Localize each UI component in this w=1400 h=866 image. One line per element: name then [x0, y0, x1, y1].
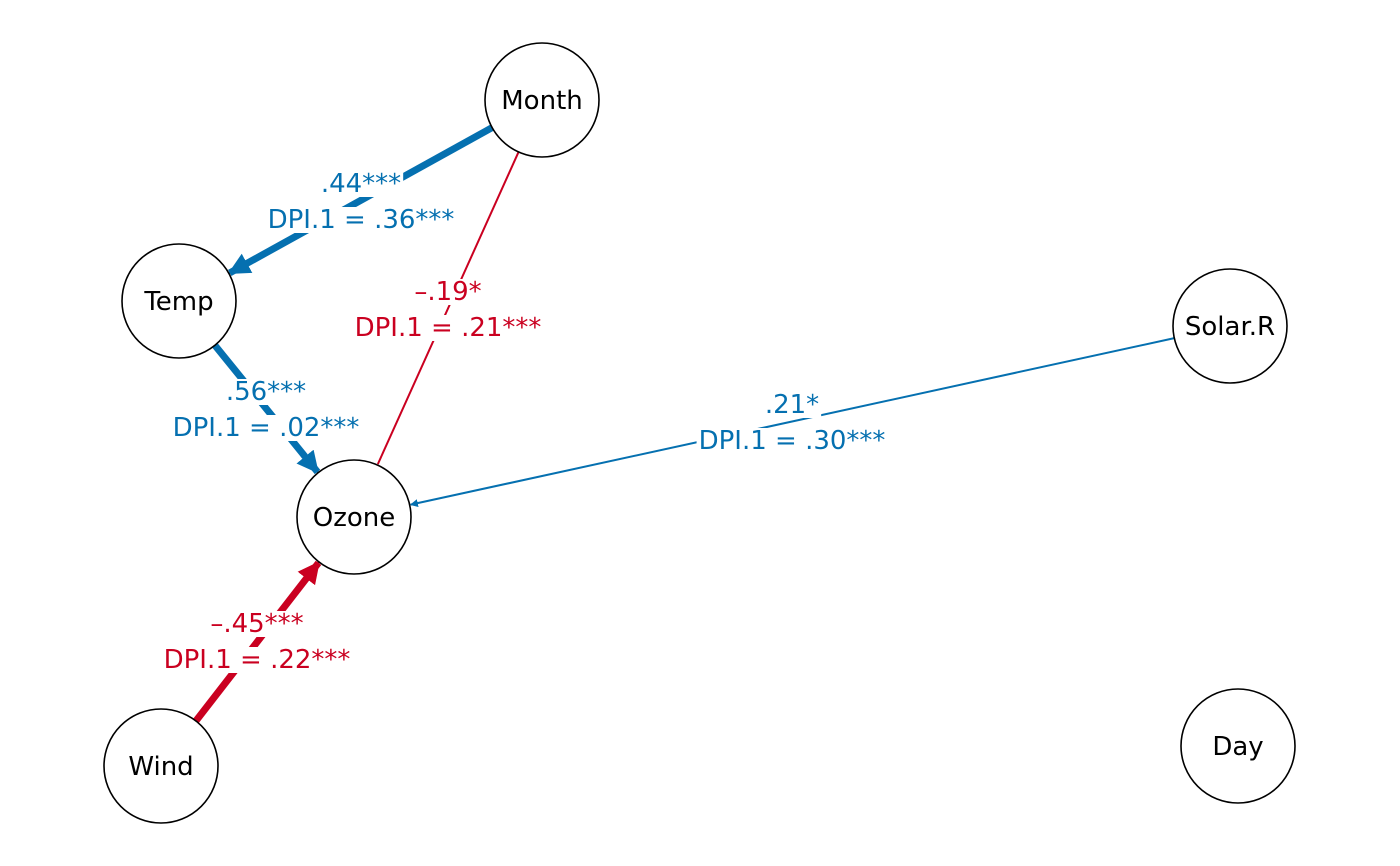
edge-label-month-ozone: –.19* DPI.1 = .21***: [352, 277, 544, 343]
node-wind: Wind: [103, 708, 219, 824]
edge-label-background: [352, 315, 544, 341]
node-circle: [1172, 268, 1288, 384]
edge-label-solar-ozone: .21* DPI.1 = .30***: [696, 390, 888, 456]
node-label: Month: [501, 86, 583, 116]
edge-label-background: [265, 207, 457, 233]
node-label: Temp: [143, 287, 213, 317]
edge-coefficient: .56***: [226, 377, 306, 407]
edge-dpi-value: DPI.1 = .30***: [699, 426, 886, 456]
edge-coefficient: –.19*: [414, 277, 481, 307]
node-circle: [1180, 688, 1296, 804]
edge-label-background: [208, 611, 306, 637]
node-solar: Solar.R: [1172, 268, 1288, 384]
edge-dpi-value: DPI.1 = .36***: [268, 205, 455, 235]
edge-label-background: [412, 279, 484, 305]
edge-label-layer: .44*** DPI.1 = .36*** –.19* DPI.1 = .21***.…: [161, 169, 888, 675]
node-month: Month: [484, 42, 600, 158]
edge-coefficient: –.45***: [210, 609, 303, 639]
node-label: Day: [1212, 732, 1263, 762]
node-ozone: Ozone: [296, 459, 412, 575]
edge-wind-ozone: [193, 560, 322, 724]
node-label: Ozone: [313, 503, 396, 533]
edge-label-background: [696, 428, 888, 454]
edge-label-month-temp: .44*** DPI.1 = .36***: [265, 169, 457, 235]
edge-month-ozone: [376, 151, 520, 465]
edge-label-background: [318, 171, 404, 197]
edge-dpi-value: DPI.1 = .02***: [173, 413, 360, 443]
node-circle: [103, 708, 219, 824]
edge-label-background: [170, 415, 362, 441]
edge-coefficient: .21*: [765, 390, 819, 420]
node-label: Solar.R: [1185, 312, 1275, 342]
node-temp: Temp: [121, 243, 237, 359]
node-circle: [484, 42, 600, 158]
node-day: Day: [1180, 688, 1296, 804]
node-circle: [121, 243, 237, 359]
edge-label-wind-ozone: –.45*** DPI.1 = .22***: [161, 609, 353, 675]
edge-label-background: [161, 647, 353, 673]
edge-month-temp: [227, 124, 494, 276]
node-circle: [296, 459, 412, 575]
edge-label-background: [762, 392, 822, 418]
edge-dpi-value: DPI.1 = .22***: [164, 645, 351, 675]
edge-layer: [193, 124, 1175, 724]
node-label: Wind: [128, 752, 193, 782]
edge-coefficient: .44***: [321, 169, 401, 199]
edge-label-background: [223, 379, 309, 405]
edge-solar-ozone: [409, 337, 1175, 508]
edge-label-temp-ozone: .56*** DPI.1 = .02***: [170, 377, 362, 443]
edge-temp-ozone: [212, 343, 321, 475]
edge-dpi-value: DPI.1 = .21***: [355, 313, 542, 343]
